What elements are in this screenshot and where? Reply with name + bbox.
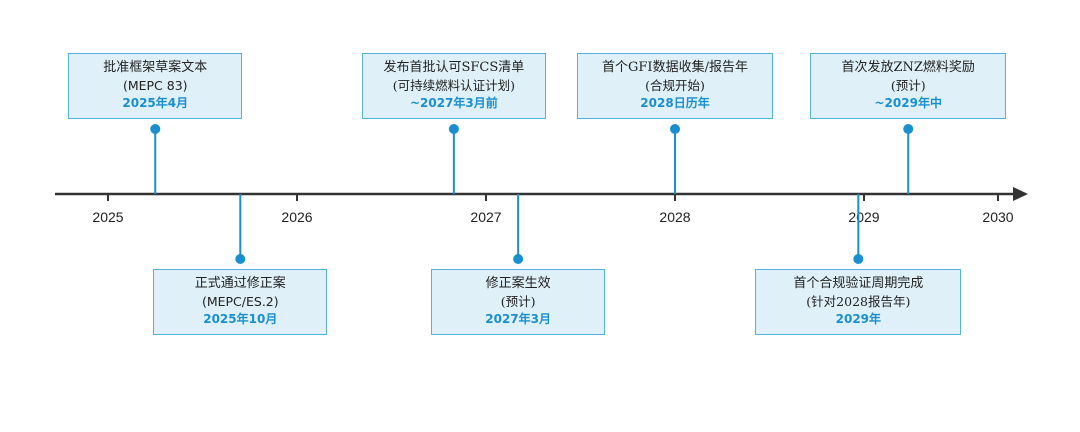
event-subtitle: (合规开始) (645, 78, 705, 93)
event-box: 批准框架草案文本 (MEPC 83) 2025年4月 (68, 53, 243, 119)
event-title: 发布首批认可SFCS清单 (383, 60, 525, 75)
event-box: 首个合规验证周期完成 (针对2028报告年) 2029年 (755, 269, 962, 335)
event-dot (150, 124, 161, 134)
event-dot (853, 254, 864, 264)
event-dot (448, 124, 459, 134)
event-subtitle: (MEPC/ES.2) (201, 294, 279, 309)
axis-ticks: 2025 2026 2027 2028 2029 2030 (92, 194, 1014, 225)
event-box: 正式通过修正案 (MEPC/ES.2) 2025年10月 (153, 269, 328, 335)
event-date: 2029年 (835, 312, 882, 326)
event-dot (235, 254, 246, 264)
event-subtitle: (预计) (500, 294, 536, 309)
event-title: 批准框架草案文本 (103, 60, 208, 75)
year-label: 2025 (92, 209, 123, 225)
event-dot (513, 254, 524, 264)
event-subtitle: (预计) (890, 78, 926, 93)
event-title: 正式通过修正案 (194, 276, 286, 291)
event-dot (903, 124, 914, 134)
year-label: 2026 (281, 209, 312, 225)
event-dot (670, 124, 680, 134)
event-date: ~2029年中 (874, 96, 942, 110)
event-title: 首次发放ZNZ燃料奖励 (841, 60, 975, 75)
event-title: 首个合规验证周期完成 (793, 276, 924, 291)
event-date: 2028日历年 (640, 96, 710, 110)
axis-arrow-icon (1013, 187, 1028, 201)
year-label: 2029 (848, 209, 879, 225)
event-title: 首个GFI数据收集/报告年 (602, 60, 748, 75)
event-date: ~2027年3月前 (409, 96, 498, 110)
event-subtitle: (可持续燃料认证计划) (392, 78, 515, 93)
event-box: 发布首批认可SFCS清单 (可持续燃料认证计划) ~2027年3月前 (361, 53, 546, 119)
event-box: 修正案生效 (预计) 2027年3月 (431, 269, 606, 335)
event-connectors (150, 124, 914, 264)
year-label: 2027 (470, 209, 501, 225)
event-date: 2027年3月 (485, 312, 551, 326)
event-subtitle: (MEPC 83) (122, 78, 188, 93)
event-date: 2025年4月 (122, 96, 189, 110)
event-box: 首个GFI数据收集/报告年 (合规开始) 2028日历年 (577, 53, 773, 119)
year-label: 2030 (982, 209, 1013, 225)
year-label: 2028 (659, 209, 690, 225)
event-subtitle: (针对2028报告年) (806, 294, 911, 309)
event-date: 2025年10月 (203, 312, 278, 326)
event-box: 首次发放ZNZ燃料奖励 (预计) ~2029年中 (810, 53, 1007, 119)
event-title: 修正案生效 (485, 276, 551, 291)
